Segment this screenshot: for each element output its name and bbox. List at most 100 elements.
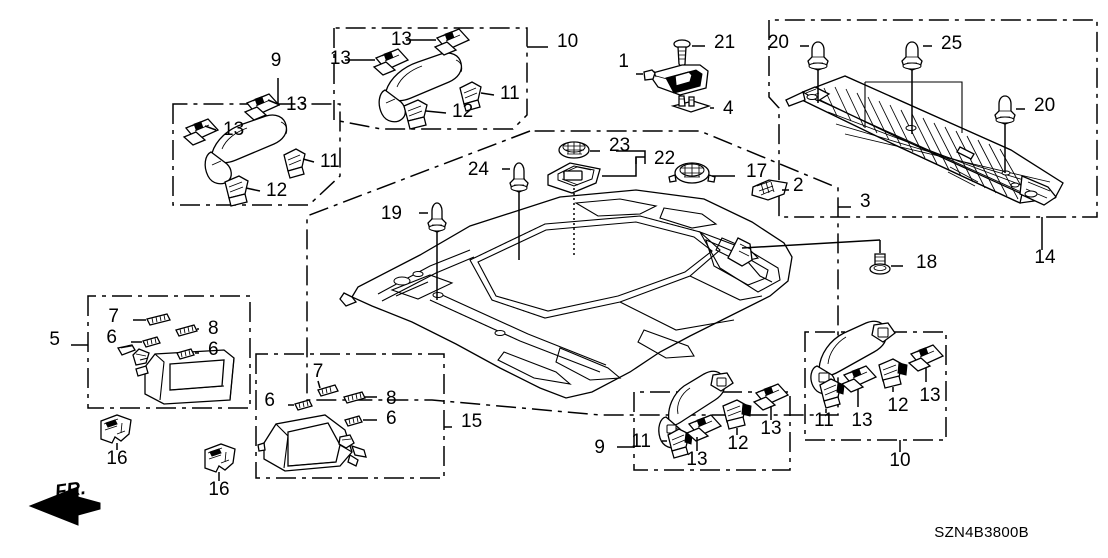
group-grab-handle-rear-left: 10 13 13 11 12 — [330, 27, 578, 130]
group-sunvisor-right: 15 7 6 8 — [255, 353, 482, 479]
callout-13: 13 — [330, 48, 351, 69]
callout-2: 2 — [793, 175, 804, 196]
cap-11 — [283, 148, 306, 179]
screw-7 — [146, 313, 171, 326]
diagram-id-code: SZN4B3800B — [934, 524, 1029, 541]
group-grab-handle-rear-right: 10 11 13 — [804, 320, 947, 471]
callout-11: 11 — [500, 83, 520, 104]
clip-20 — [807, 41, 829, 71]
visor-holder-16 — [100, 414, 132, 444]
cap-12 — [403, 99, 428, 130]
sunvisor-part — [257, 414, 367, 472]
clip-13 — [685, 414, 723, 442]
callout-20: 20 — [1034, 95, 1055, 116]
cap-12 — [722, 399, 752, 430]
callout-15: 15 — [461, 411, 482, 432]
group-grab-handle-front-right: 9 11 13 — [594, 370, 791, 471]
callout-3: 3 — [860, 191, 871, 212]
clip-13 — [433, 28, 471, 56]
sunvisor-part — [116, 344, 235, 405]
callout-16: 16 — [208, 479, 229, 500]
clip-25 — [901, 41, 923, 71]
callout-25: 25 — [941, 33, 962, 54]
callout-14: 14 — [1034, 247, 1056, 268]
screw-6 — [142, 336, 161, 348]
callout-13: 13 — [760, 418, 781, 439]
clip-20 — [994, 95, 1016, 125]
callout-13: 13 — [286, 94, 307, 115]
callout-7: 7 — [313, 361, 324, 382]
callout-11: 11 — [631, 431, 651, 452]
callout-8: 8 — [386, 388, 397, 409]
callout-12: 12 — [266, 180, 287, 201]
clip-24 — [509, 162, 529, 193]
screw-6 — [294, 399, 313, 411]
callout-22: 22 — [654, 148, 675, 169]
callout-12: 12 — [727, 433, 748, 454]
cap-12 — [224, 175, 249, 207]
rear-trim-panel — [785, 75, 1064, 206]
callout-10: 10 — [557, 31, 578, 52]
callout-13: 13 — [686, 449, 707, 470]
callout-6: 6 — [386, 408, 397, 429]
callout-6: 6 — [106, 327, 117, 348]
sensor-cover-23 — [558, 141, 590, 159]
sensor-group-22: 23 22 — [547, 135, 675, 256]
group-map-light: 21 1 4 — [618, 32, 735, 119]
callout-5: 5 — [49, 329, 60, 350]
screw-6 — [344, 415, 363, 427]
callout-4: 4 — [723, 98, 734, 119]
clip-19 — [427, 202, 447, 233]
mic-assembly-17 — [668, 162, 716, 184]
callout-8: 8 — [208, 318, 219, 339]
callout-16: 16 — [106, 448, 127, 469]
callout-13: 13 — [223, 119, 244, 140]
callout-12: 12 — [887, 395, 908, 416]
callout-6: 6 — [208, 339, 219, 360]
callout-9: 9 — [594, 437, 605, 458]
clip-13 — [182, 118, 220, 146]
callout-6: 6 — [264, 390, 275, 411]
cap-11 — [819, 378, 845, 409]
callout-1: 1 — [618, 51, 629, 72]
screw-8 — [175, 324, 198, 337]
clip-13 — [752, 383, 790, 411]
callout-18: 18 — [916, 252, 937, 273]
screw-6 — [176, 348, 195, 360]
grab-handle-part — [204, 114, 288, 185]
headliner-body — [339, 189, 793, 399]
callout-24: 24 — [468, 159, 490, 180]
callout-11: 11 — [320, 151, 340, 172]
group-headliner: 3 — [306, 130, 937, 416]
callout-13: 13 — [391, 29, 412, 50]
callout-9: 9 — [271, 50, 282, 71]
clip-13 — [840, 365, 878, 393]
callout-7: 7 — [108, 306, 119, 327]
callout-17: 17 — [746, 161, 767, 182]
bolt-18 — [869, 253, 891, 275]
callout-13: 13 — [919, 385, 940, 406]
clip-13 — [372, 48, 410, 76]
cap-11 — [459, 81, 482, 112]
callout-21: 21 — [714, 32, 735, 53]
callout-11: 11 — [814, 410, 834, 431]
clip-13 — [907, 344, 945, 372]
mic-cover-2 — [751, 179, 788, 201]
front-label: FR. — [54, 478, 87, 503]
sensor-base — [547, 162, 601, 194]
front-direction-marker: FR. — [28, 478, 101, 526]
group-rear-roof-trim: 14 — [768, 19, 1098, 268]
grab-handle-part — [378, 52, 463, 123]
group-sunvisor-left: 5 7 6 — [49, 295, 251, 500]
callout-10: 10 — [889, 450, 910, 471]
visor-holder-16 — [204, 443, 236, 473]
clip-13 — [243, 93, 281, 121]
group-grab-handle-front-left: 9 13 13 11 12 — [172, 50, 341, 207]
clip-4 — [670, 95, 712, 113]
callout-13: 13 — [851, 410, 872, 431]
screw-21 — [673, 39, 691, 70]
callout-23: 23 — [609, 135, 630, 156]
cap-12 — [878, 358, 908, 389]
screw-8 — [343, 391, 366, 404]
map-light-unit — [643, 64, 709, 96]
